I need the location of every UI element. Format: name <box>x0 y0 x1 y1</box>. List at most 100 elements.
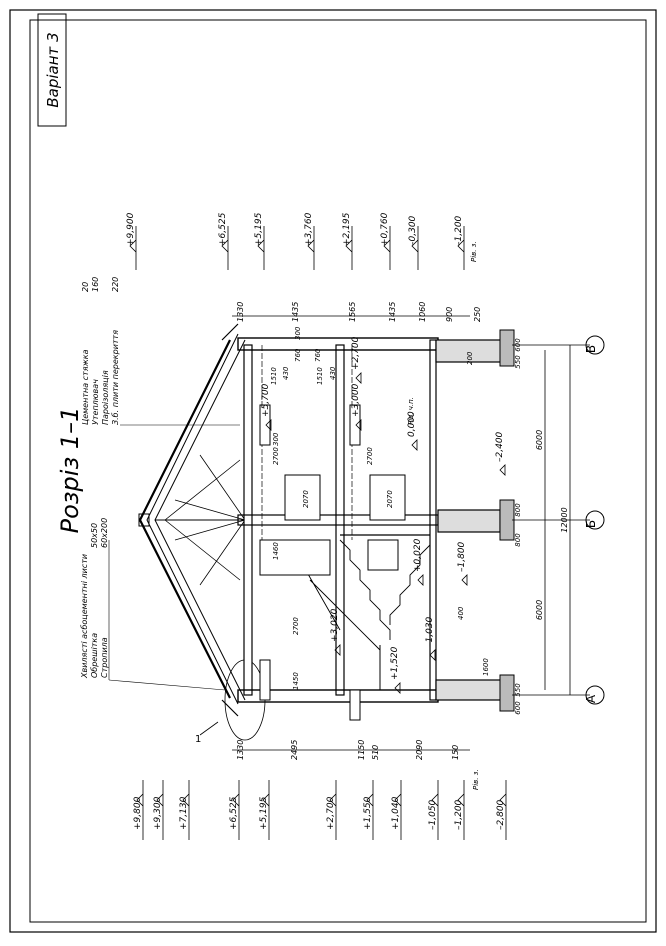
floor-slabs <box>243 339 437 701</box>
variant-box <box>37 13 67 127</box>
section-title: Розріз 1–1 <box>56 407 84 534</box>
dimension-value: 200 <box>466 351 474 365</box>
level-mark <box>232 780 240 840</box>
wall-dim: 800 <box>514 533 522 547</box>
dimension-value: 150 <box>451 745 460 760</box>
level-mark <box>136 780 144 840</box>
ground-caption-right: Рів. з. <box>470 241 478 262</box>
svg-text:160: 160 <box>91 277 100 292</box>
span-dim-2: 6000 <box>535 600 544 620</box>
level-mark <box>394 780 402 840</box>
level-mark <box>457 780 465 840</box>
total-dim: 12000 <box>560 507 569 532</box>
level-mark <box>265 419 272 431</box>
level-mark <box>156 780 164 840</box>
svg-text:60х200: 60х200 <box>100 518 109 548</box>
level-mark <box>499 780 507 840</box>
level-mark <box>345 226 353 270</box>
level-mark <box>457 226 465 270</box>
level-value: +3,000 <box>351 383 361 417</box>
interior-levels: +5,700+3,000+2,7000,000–2,400+3,020+1,52… <box>261 336 506 694</box>
dimension-value: 760 <box>294 348 302 362</box>
level-value: +2,195 <box>342 212 352 246</box>
outer-frame <box>9 9 657 933</box>
detail-callout-number: 1 <box>195 734 201 745</box>
level-mark <box>417 574 424 586</box>
dimension-value: 300 <box>272 432 280 446</box>
dimension-value: 1450 <box>292 672 300 690</box>
svg-text:Утеплювач: Утеплювач <box>91 379 100 425</box>
svg-text:Цементна стяжка: Цементна стяжка <box>81 349 90 425</box>
level-mark <box>355 372 362 384</box>
dimension-value: 1600 <box>482 658 490 676</box>
level-value: +5,195 <box>259 796 269 830</box>
axis-label-a: А <box>584 694 598 703</box>
floor-caption: Рів. ч.п. <box>407 397 415 425</box>
level-value: –1,200 <box>454 799 464 830</box>
svg-text:20: 20 <box>81 282 90 292</box>
level-mark <box>329 780 337 840</box>
level-value: +9,900 <box>126 212 136 246</box>
dimension-value: 400 <box>457 606 465 620</box>
level-value: +1,520 <box>390 646 400 680</box>
staircase <box>299 534 431 690</box>
dimension-value: 2700 <box>366 447 374 465</box>
span-dim-1: 6000 <box>535 430 544 450</box>
level-mark <box>129 226 137 270</box>
inner-frame <box>29 19 647 923</box>
roof-layers-note: Хвилясті асбоцементні листи Обрешітка 50… <box>80 518 226 691</box>
level-value: +6,525 <box>218 212 228 246</box>
openings <box>259 404 406 721</box>
wall-dim: 800 <box>514 503 522 517</box>
axis-label-v: В <box>584 345 598 353</box>
dimension-value: 1330 <box>236 302 245 322</box>
level-value: +5,195 <box>254 212 264 246</box>
level-mark <box>461 574 468 586</box>
levels-right: +9,900+6,525+5,195+3,760+2,195+0,760–0,3… <box>126 212 465 270</box>
level-mark <box>383 226 391 270</box>
roof <box>138 323 246 717</box>
level-value: +3,760 <box>304 212 314 246</box>
level-mark <box>394 682 401 694</box>
level-mark <box>366 780 374 840</box>
level-value: +1,040 <box>391 796 401 830</box>
level-mark <box>431 780 439 840</box>
dimension-value: 900 <box>445 307 454 322</box>
level-value: +3,020 <box>330 608 340 642</box>
svg-text:Пароізоляція: Пароізоляція <box>101 370 110 425</box>
svg-text:Хвилясті асбоцементні листи: Хвилясті асбоцементні листи <box>80 554 89 679</box>
svg-text:З.б. плити перекриття: З.б. плити перекриття <box>111 330 120 425</box>
level-value: –2,800 <box>496 799 506 830</box>
level-value: –1,200 <box>454 215 464 246</box>
dimension-value: 2700 <box>292 617 300 635</box>
dimension-value: 430 <box>282 366 290 380</box>
dimension-value: 2070 <box>386 490 394 508</box>
level-value: +9,800 <box>133 796 143 830</box>
level-mark <box>355 419 362 431</box>
dimension-value: 1565 <box>348 302 357 322</box>
level-value: +7,130 <box>179 796 189 830</box>
level-value: +0,760 <box>380 212 390 246</box>
svg-text:50х50: 50х50 <box>90 523 99 548</box>
wall-dim: 600 <box>514 338 522 352</box>
dimension-value: 1510 <box>270 367 278 385</box>
level-value: 0,000 <box>407 411 417 437</box>
level-value: +2,700 <box>351 336 361 370</box>
level-mark <box>429 649 436 661</box>
svg-text:Стропила: Стропила <box>100 637 109 678</box>
level-value: +2,700 <box>326 796 336 830</box>
level-value: –1,050 <box>428 799 438 830</box>
dimension-value: 2070 <box>302 490 310 508</box>
ground-caption-left: Рів. з. <box>472 769 480 790</box>
svg-text:Обрешітка: Обрешітка <box>90 633 99 678</box>
level-mark <box>307 226 315 270</box>
level-value: +5,700 <box>261 383 271 417</box>
level-mark <box>411 439 418 451</box>
dimension-value: 2700 <box>272 447 280 465</box>
level-mark <box>499 464 506 476</box>
svg-text:220: 220 <box>111 277 120 292</box>
level-value: –1,030 <box>425 616 435 647</box>
